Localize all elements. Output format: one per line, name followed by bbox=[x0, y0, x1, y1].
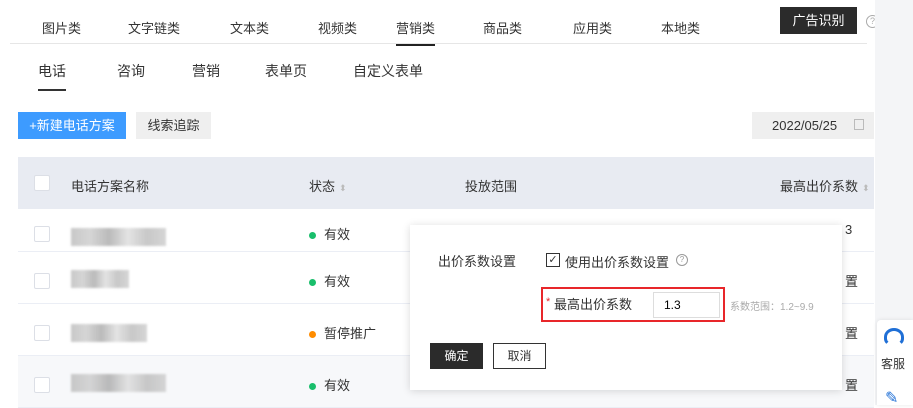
max-bid-value: 置 bbox=[845, 274, 859, 289]
plan-name-blurred bbox=[71, 374, 166, 392]
col-max-bid[interactable]: 最高出价系数⬍ bbox=[780, 176, 870, 195]
plan-name-blurred bbox=[71, 228, 166, 246]
tab-text[interactable]: 文本类 bbox=[230, 21, 270, 36]
confirm-button[interactable]: 确定 bbox=[430, 343, 483, 369]
status-dot-icon bbox=[309, 331, 316, 339]
tab-app[interactable]: 应用类 bbox=[573, 21, 613, 36]
tab-marketing[interactable]: 营销类 bbox=[396, 18, 436, 46]
max-coefficient-label: 最高出价系数 bbox=[554, 297, 633, 312]
subtab-marketing[interactable]: 营销 bbox=[192, 63, 220, 79]
cancel-button[interactable]: 取消 bbox=[493, 343, 546, 369]
checkbox-label[interactable]: 使用出价系数设置 bbox=[565, 255, 670, 270]
tab-local[interactable]: 本地类 bbox=[661, 21, 701, 36]
status-text: 暂停推广 bbox=[324, 326, 377, 341]
col-max-bid-label: 最高出价系数 bbox=[780, 179, 859, 194]
table-header: 电话方案名称 状态⬍ 投放范围 最高出价系数⬍ bbox=[18, 157, 874, 209]
use-coefficient-checkbox[interactable]: ✓ bbox=[546, 253, 560, 267]
status-dot-icon bbox=[309, 232, 316, 240]
customer-service-widget[interactable]: 客服 ✎ bbox=[877, 320, 913, 407]
max-bid-value: 置 bbox=[845, 378, 859, 393]
tab-image[interactable]: 图片类 bbox=[42, 21, 82, 36]
date-value: 2022/05/25 bbox=[772, 118, 838, 133]
tab-video[interactable]: 视频类 bbox=[318, 21, 358, 36]
status-text: 有效 bbox=[324, 378, 351, 393]
status: 有效 bbox=[309, 224, 350, 243]
max-bid-value: 3 bbox=[845, 222, 853, 237]
col-status[interactable]: 状态⬍ bbox=[309, 176, 347, 195]
edit-icon[interactable]: ✎ bbox=[885, 390, 899, 407]
status: 有效 bbox=[309, 375, 350, 394]
bid-coefficient-popover: 出价系数设置 ✓ 使用出价系数设置 ? * 最高出价系数 系数范围：1.2~9.… bbox=[410, 225, 842, 390]
col-name: 电话方案名称 bbox=[71, 179, 150, 194]
status: 暂停推广 bbox=[309, 323, 376, 342]
new-phone-plan-button[interactable]: +新建电话方案 bbox=[18, 112, 126, 139]
tab-product[interactable]: 商品类 bbox=[483, 21, 523, 36]
popover-label: 出价系数设置 bbox=[438, 254, 517, 269]
max-coefficient-input[interactable] bbox=[653, 292, 720, 318]
status-text: 有效 bbox=[324, 227, 351, 242]
subtab-custom-form[interactable]: 自定义表单 bbox=[353, 63, 423, 79]
calendar-icon[interactable] bbox=[854, 119, 864, 130]
status-text: 有效 bbox=[324, 274, 351, 289]
ad-recognition-button[interactable]: 广告识别 bbox=[780, 7, 857, 34]
coefficient-range-hint: 系数范围：1.2~9.9 bbox=[730, 302, 814, 313]
headset-icon bbox=[884, 328, 904, 346]
highlight-box bbox=[541, 287, 725, 322]
subtab-consult[interactable]: 咨询 bbox=[117, 63, 145, 79]
required-mark: * bbox=[546, 296, 551, 308]
subtab-phone[interactable]: 电话 bbox=[38, 61, 66, 91]
select-all-checkbox[interactable] bbox=[34, 175, 50, 191]
top-nav: 图片类 文字链类 文本类 视频类 营销类 商品类 应用类 本地类 bbox=[10, 0, 867, 46]
help-icon[interactable]: ? bbox=[676, 254, 688, 266]
customer-service-label: 客服 bbox=[881, 357, 906, 371]
col-status-label: 状态 bbox=[309, 179, 336, 194]
subtab-form-page[interactable]: 表单页 bbox=[265, 63, 307, 79]
row-checkbox[interactable] bbox=[34, 226, 50, 242]
col-range: 投放范围 bbox=[465, 179, 518, 194]
status-dot-icon bbox=[309, 279, 316, 287]
lead-tracking-button[interactable]: 线索追踪 bbox=[136, 112, 211, 139]
status: 有效 bbox=[309, 271, 350, 290]
max-bid-value: 置 bbox=[845, 326, 859, 341]
sort-icon[interactable]: ⬍ bbox=[862, 183, 870, 193]
row-checkbox[interactable] bbox=[34, 325, 50, 341]
row-checkbox[interactable] bbox=[34, 377, 50, 393]
tab-text-link[interactable]: 文字链类 bbox=[128, 21, 181, 36]
plan-name-blurred bbox=[71, 270, 129, 288]
sort-icon[interactable]: ⬍ bbox=[339, 183, 347, 193]
status-dot-icon bbox=[309, 383, 316, 391]
date-picker[interactable]: 2022/05/25 bbox=[752, 112, 874, 139]
plan-name-blurred bbox=[71, 324, 147, 342]
row-checkbox[interactable] bbox=[34, 273, 50, 289]
